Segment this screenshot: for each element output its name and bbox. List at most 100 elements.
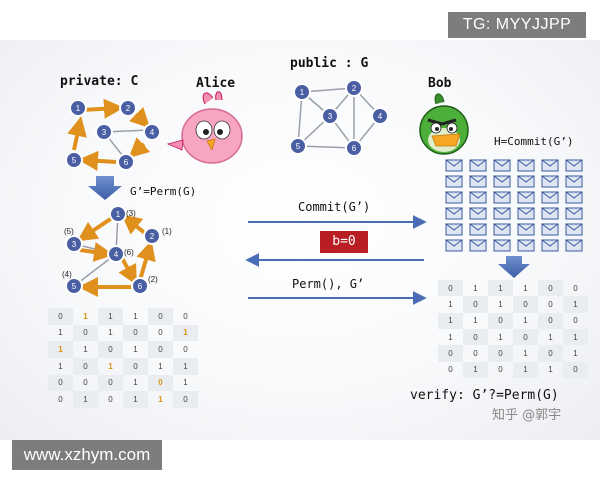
public-label: public : G	[290, 56, 369, 71]
matrix-cell: 0	[573, 283, 578, 293]
perm-tag: (1)	[162, 227, 172, 236]
graph-node	[371, 107, 389, 125]
envelope-icon	[565, 159, 583, 172]
envelope-icon	[493, 207, 511, 220]
envelope-icon	[469, 239, 487, 252]
envelope-icon	[445, 191, 463, 204]
envelope-icon	[565, 239, 583, 252]
node-label: 4	[114, 250, 119, 259]
hamiltonian-path-edge	[67, 116, 87, 151]
bob-avatar	[419, 93, 469, 155]
response-message: Perm(), G’	[292, 277, 365, 291]
matrix-cell: 0	[563, 361, 588, 378]
matrix-cell: 1	[498, 299, 503, 309]
bob-name: Bob	[428, 76, 452, 91]
graph-node	[119, 99, 137, 117]
envelope-icon	[517, 207, 535, 220]
node-label: 2	[352, 84, 357, 93]
graph-node	[345, 79, 363, 97]
envelope-icon	[469, 191, 487, 204]
matrix-cell: 1	[473, 283, 478, 293]
verify-label: verify: G’?=Perm(G)	[410, 388, 559, 403]
envelope-icon	[469, 159, 487, 172]
matrix-cell: 0	[183, 345, 188, 355]
hamiltonian-path-edge	[121, 214, 148, 236]
node-label: 6	[352, 144, 357, 153]
matrix-cell: 1	[158, 361, 163, 371]
node-label: 3	[102, 128, 107, 137]
envelope-icon	[565, 191, 583, 204]
matrix-cell: 0	[73, 324, 98, 342]
envelope-icon	[517, 223, 535, 236]
matrix-cell: 0	[463, 296, 488, 313]
private-label: private: C	[60, 74, 139, 89]
matrix-cell: 0	[123, 357, 148, 375]
envelope-icon	[445, 239, 463, 252]
envelope-icon	[517, 175, 535, 188]
matrix-cell: 1	[523, 348, 528, 358]
envelope-icon	[445, 223, 463, 236]
matrix-cell: 1	[123, 391, 148, 408]
graph-node	[289, 137, 307, 155]
perm-down-arrow	[88, 176, 122, 200]
node-label: 4	[378, 112, 383, 121]
envelope-icon	[469, 207, 487, 220]
node-label: 6	[124, 158, 129, 167]
matrix-cell: 1	[173, 324, 198, 342]
matrix-cell: 0	[98, 374, 123, 392]
envelope-icon	[541, 239, 559, 252]
node-label: 1	[76, 104, 81, 113]
verify-down-arrow	[498, 256, 530, 278]
matrix-cell: 1	[58, 328, 63, 338]
node-label: 2	[126, 104, 131, 113]
hamiltonian-path-edge	[128, 137, 151, 159]
envelope-icon	[493, 191, 511, 204]
matrix-cell: 1	[548, 332, 553, 342]
permuted-graph: 1 2 3 4 5 6 (3) (1) (5) (6) (4) (2)	[62, 205, 172, 297]
node-label: 2	[150, 232, 155, 241]
hamiltonian-path-edge	[79, 242, 114, 262]
perm-tag: (6)	[124, 248, 134, 257]
matrix-cell: 1	[108, 328, 113, 338]
graph-node	[107, 245, 125, 263]
graph-node	[95, 123, 113, 141]
matrix-cell: 0	[148, 374, 173, 392]
matrix-cell: 0	[538, 312, 563, 329]
matrix-cell: 0	[173, 391, 198, 408]
node-label: 5	[72, 282, 77, 291]
node-label: 4	[150, 128, 155, 137]
graph-edge	[297, 91, 303, 147]
graph-node	[321, 107, 339, 125]
matrix-cell: 1	[548, 365, 553, 375]
envelope-icon	[469, 223, 487, 236]
perm-tag: (4)	[62, 270, 72, 279]
envelope-icon	[565, 223, 583, 236]
matrix-cell: 1	[463, 361, 488, 378]
hamiltonian-path-edge	[81, 98, 124, 119]
graph-node	[117, 153, 135, 171]
matrix-cell: 0	[538, 280, 563, 297]
matrix-cell: 0	[513, 329, 538, 346]
envelope-icon	[445, 159, 463, 172]
matrix-cell: 0	[58, 395, 63, 405]
envelope-icon	[541, 191, 559, 204]
matrix-cell: 0	[473, 348, 478, 358]
matrix-cell: 1	[523, 316, 528, 326]
matrix-cell: 0	[48, 308, 73, 325]
node-label: 3	[72, 240, 77, 249]
graph-node	[131, 277, 149, 295]
challenge-bit: b=0	[320, 231, 368, 253]
watermark-top: TG: MYYJJPP	[448, 12, 586, 38]
hamiltonian-path-edge	[78, 150, 117, 171]
node-label: 3	[328, 112, 333, 121]
graph-node	[109, 205, 127, 223]
graph-edge	[297, 145, 355, 149]
graph-node	[65, 151, 83, 169]
envelope-icon	[517, 159, 535, 172]
graph-node	[65, 277, 83, 295]
matrix-cell: 0	[513, 296, 538, 313]
matrix-cell: 0	[183, 311, 188, 321]
matrix-cell: 0	[48, 374, 73, 392]
hamiltonian-path-edge	[129, 107, 151, 129]
